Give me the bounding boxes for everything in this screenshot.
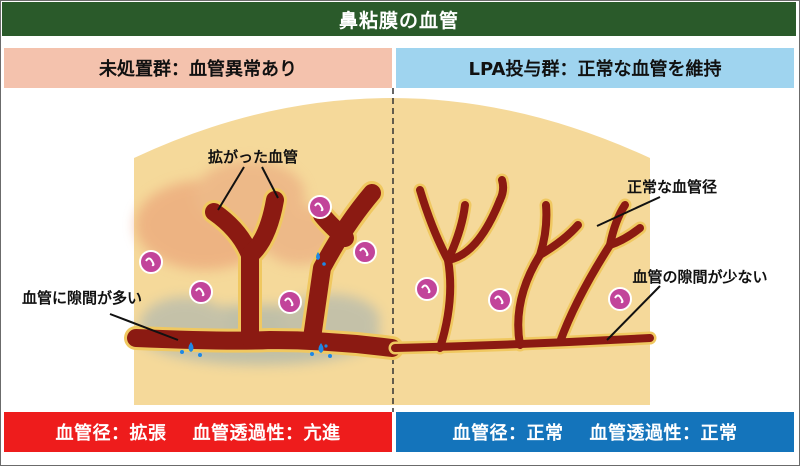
left-footer-permeability: 血管透過性：亢進: [192, 423, 341, 444]
inflammatory-cells: [139, 195, 632, 314]
right-footer-permeability: 血管透過性：正常: [589, 423, 738, 444]
label-few-gaps: 血管の隙間が少ない: [632, 268, 767, 286]
label-normal-diameter: 正常な血管径: [627, 178, 717, 196]
callout-gaps: [109, 313, 179, 341]
callout-fewgaps: [606, 285, 661, 341]
right-footer-diameter: 血管径：正常: [452, 423, 564, 444]
plasma-leakage: [180, 252, 332, 358]
left-panel-footer: 血管径：拡張 血管透過性：亢進: [4, 412, 392, 452]
right-panel-footer: 血管径：正常 血管透過性：正常: [396, 412, 794, 452]
figure-title: 鼻粘膜の血管: [2, 2, 796, 36]
callout-lines: [109, 166, 661, 341]
fluid-drop: [180, 342, 202, 357]
normal-vessel-tree: [388, 173, 657, 355]
label-dilated-vessel: 拡がった血管: [208, 148, 298, 166]
fluid-drop: [310, 343, 332, 358]
left-footer-diameter: 血管径：拡張: [55, 423, 167, 444]
cell: [139, 250, 163, 274]
cell: [608, 287, 632, 311]
callout-dilated-a: [217, 166, 245, 211]
cell: [308, 195, 332, 219]
right-panel-header: LPA投与群：正常な血管を維持: [396, 48, 794, 88]
cell: [415, 277, 439, 301]
cell: [278, 290, 302, 314]
cell: [189, 280, 213, 304]
callout-dilated-b: [261, 166, 279, 199]
fluid-drop: [316, 252, 326, 266]
callout-normal: [596, 196, 661, 227]
cell: [488, 288, 512, 312]
label-vessel-gaps: 血管に隙間が多い: [22, 289, 142, 307]
left-panel-header: 未処置群：血管異常あり: [4, 48, 392, 88]
cell: [353, 240, 377, 264]
